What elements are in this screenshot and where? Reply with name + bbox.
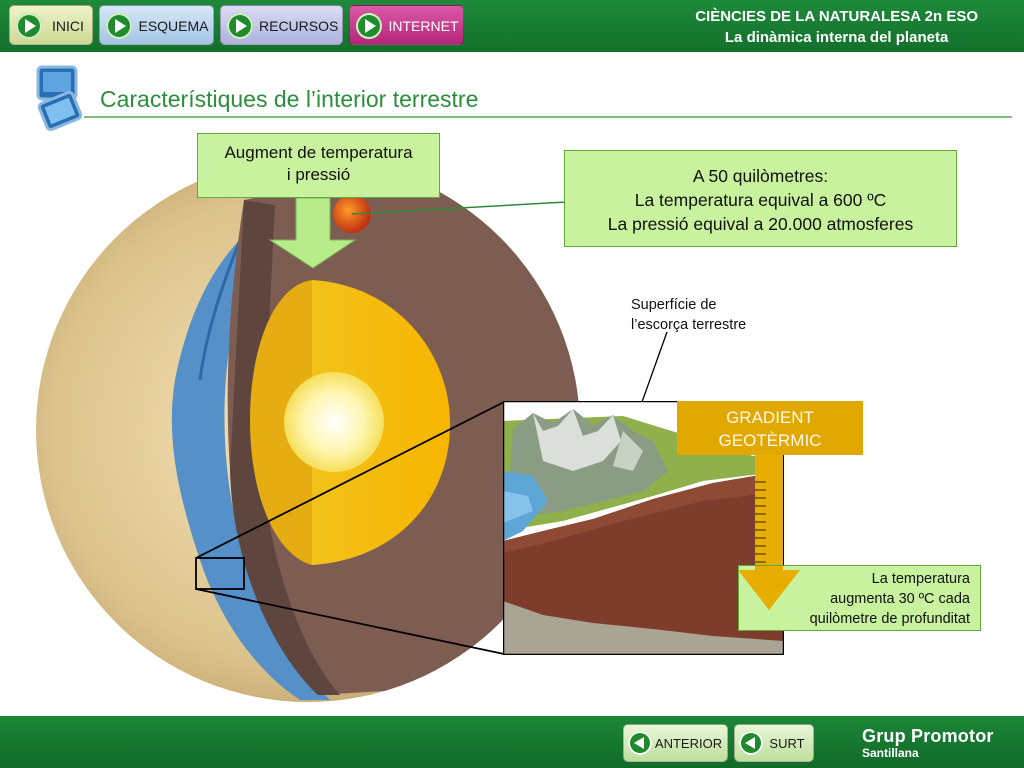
play-icon [356,13,382,39]
gradient-arrow-head [738,566,800,610]
inner-core [284,372,384,472]
bottom-bar [0,716,1024,768]
down-arrow-icon [268,197,357,269]
temperature-gradient-line1: La temperatura [871,571,970,587]
anterior-button[interactable]: ANTERIOR [623,724,728,762]
page-title: Característiques de l’interior terrestre [100,86,479,112]
surt-label: SURT [769,736,805,751]
depth-pointer-line [351,201,567,215]
anterior-label: ANTERIOR [654,736,723,751]
course-header: CIÈNCIES DE LA NATURALESA 2n ESO La dinà… [695,6,978,48]
play-icon [106,13,132,39]
surface-label-line2: l’escorça terrestre [631,317,747,333]
unit-title: La dinàmica interna del planeta [724,29,949,46]
depth-info-line1: A 50 quilòmetres: [692,166,829,186]
depth-info-line2: La temperatura equival a 600 ºC [634,190,887,210]
back-arrow-icon [628,731,652,755]
surface-label-line1: Superfície de [631,297,717,313]
nav-label-internet: INTERNET [388,18,459,34]
pressure-callout: Augment de temperatura i pressió [197,133,440,198]
depth-info-line3: La pressió equival a 20.000 atmosferes [607,214,914,234]
outer-core-shadow [250,280,312,565]
nav-button-recursos[interactable]: RECURSOS [220,5,343,45]
surt-button[interactable]: SURT [734,724,814,762]
gradient-label: GRADIENT GEOTÈRMIC [677,401,863,455]
slides-icon [36,65,83,132]
temperature-gradient-line3: quilòmetre de profunditat [809,611,970,627]
gradient-label-line2: GEOTÈRMIC [718,431,822,450]
zoom-region [195,557,245,590]
publisher-logo: Grup Promotor Santillana [862,726,994,760]
play-icon [16,13,42,39]
gradient-label-line1: GRADIENT [726,408,814,427]
pressure-callout-line2: i pressió [286,165,351,184]
pressure-callout-line1: Augment de temperatura [224,143,413,162]
nav-label-inici: INICI [52,18,84,34]
nav-button-esquema[interactable]: ESQUEMA [99,5,214,45]
nav-button-internet[interactable]: INTERNET [349,5,464,45]
depth-info-callout: A 50 quilòmetres: La temperatura equival… [564,150,957,247]
publisher-name: Grup Promotor [862,726,994,746]
back-arrow-icon [739,731,763,755]
temperature-gradient-line2: augmenta 30 ºC cada [830,591,970,607]
course-title: CIÈNCIES DE LA NATURALESA 2n ESO [695,8,978,25]
ocean [171,230,330,700]
surface-label: Superfície de l’escorça terrestre [631,295,746,335]
nav-label-esquema: ESQUEMA [138,18,209,34]
publisher-subname: Santillana [862,746,919,760]
title-divider [84,116,1012,118]
nav-button-inici[interactable]: INICI [9,5,93,45]
nav-label-recursos: RECURSOS [259,18,339,34]
play-icon [227,13,253,39]
crust-rock [503,471,784,655]
